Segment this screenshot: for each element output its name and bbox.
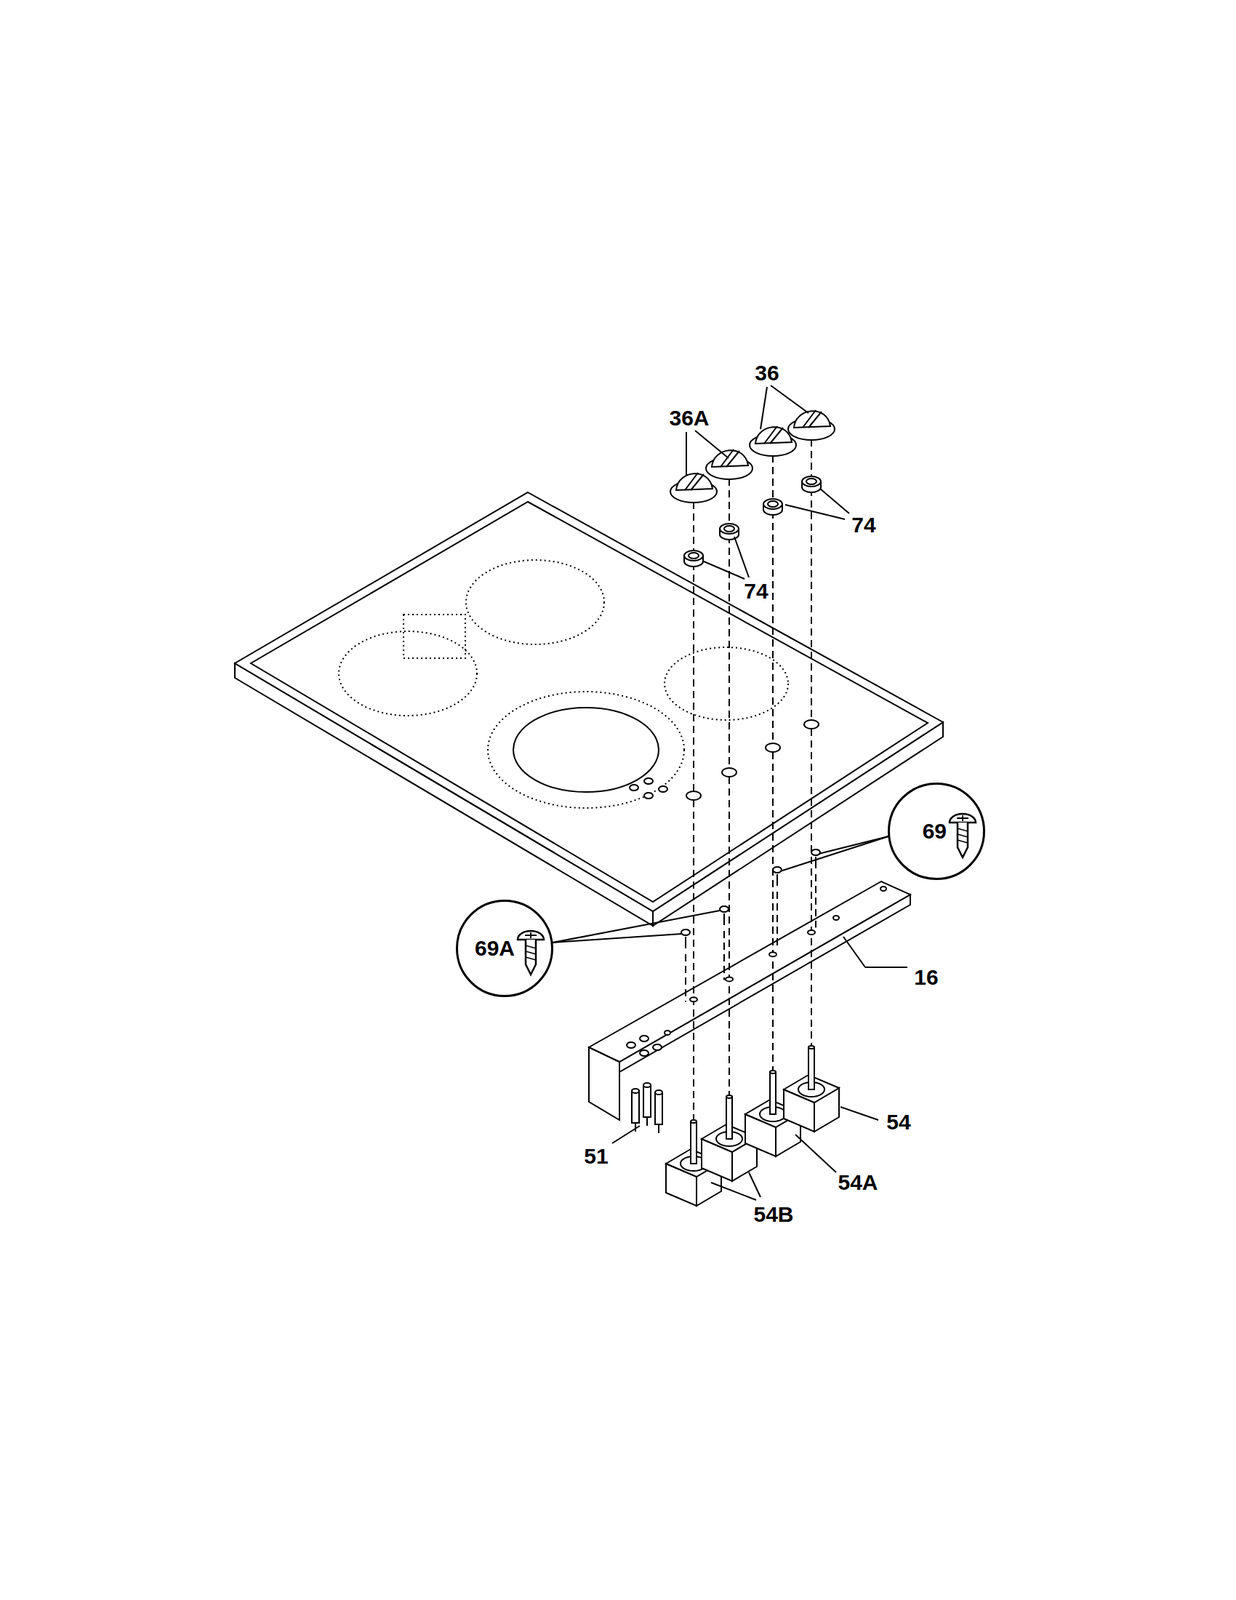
callout-number: 74 bbox=[851, 514, 876, 536]
callout-circle: 69A bbox=[455, 899, 554, 997]
callout-number: 54B bbox=[753, 1203, 794, 1226]
callout-number: 74 bbox=[743, 580, 768, 603]
callout-number: 54 bbox=[886, 1110, 911, 1133]
callout-number: 51 bbox=[583, 1145, 608, 1167]
callout-number: 36 bbox=[754, 362, 779, 384]
callout-number: 16 bbox=[913, 966, 938, 989]
callout-number: 69A bbox=[474, 937, 515, 959]
callout-number: 36A bbox=[668, 407, 709, 429]
callout-circle: 69 bbox=[887, 782, 986, 880]
callout-number: 54A bbox=[837, 1171, 878, 1194]
callout-number: 69 bbox=[922, 820, 947, 842]
